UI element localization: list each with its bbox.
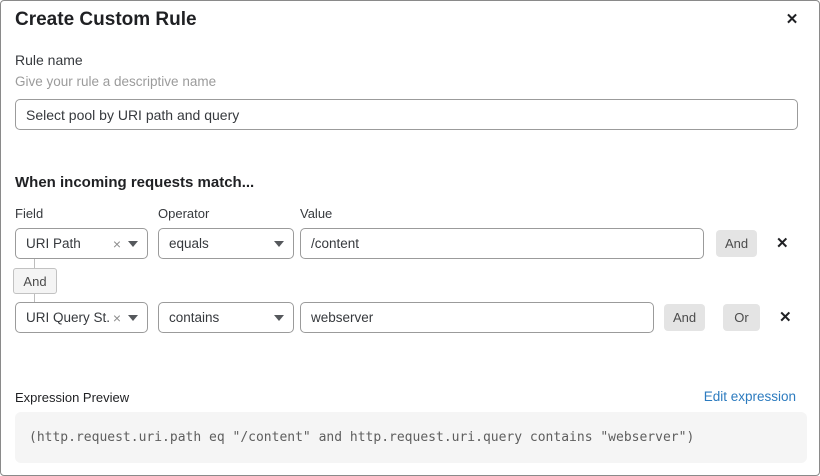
connector-line-bottom	[34, 294, 35, 303]
value-input-row1[interactable]	[300, 228, 704, 259]
and-button-row2[interactable]: And	[664, 304, 705, 331]
chevron-down-icon	[128, 240, 138, 247]
connector-line-top	[34, 259, 35, 269]
clear-icon[interactable]: ×	[112, 235, 121, 252]
rule-name-input[interactable]	[15, 99, 798, 130]
field-select-row1-value: URI Path	[26, 236, 81, 251]
chevron-down-icon	[274, 240, 284, 247]
and-button-row1[interactable]: And	[716, 230, 757, 257]
expression-preview-box: (http.request.uri.path eq "/content" and…	[15, 412, 807, 463]
edit-expression-link[interactable]: Edit expression	[703, 389, 796, 404]
value-input-row2[interactable]	[300, 302, 654, 333]
expression-preview-code: (http.request.uri.path eq "/content" and…	[29, 430, 695, 445]
close-icon[interactable]: ✕	[779, 6, 805, 32]
operator-select-row2[interactable]: contains	[158, 302, 294, 333]
column-label-value: Value	[300, 206, 333, 221]
column-label-operator: Operator	[158, 206, 210, 221]
field-select-row1[interactable]: URI Path ×	[15, 228, 148, 259]
operator-select-row1-value: equals	[169, 236, 209, 251]
match-heading: When incoming requests match...	[15, 174, 255, 191]
chevron-down-icon	[274, 314, 284, 321]
chevron-down-icon	[128, 314, 138, 321]
operator-select-row1[interactable]: equals	[158, 228, 294, 259]
dialog-title: Create Custom Rule	[15, 9, 197, 30]
or-button-row2[interactable]: Or	[723, 304, 760, 331]
expression-preview-label: Expression Preview	[15, 390, 130, 405]
rule-name-label: Rule name	[15, 52, 83, 68]
remove-condition-icon-row1[interactable]: ✕	[776, 235, 789, 252]
column-label-field: Field	[15, 206, 44, 221]
clear-icon[interactable]: ×	[112, 309, 121, 326]
remove-condition-icon-row2[interactable]: ✕	[779, 309, 792, 326]
operator-select-row2-value: contains	[169, 310, 220, 325]
field-select-row2-value: URI Query St...	[26, 310, 109, 325]
field-select-row2[interactable]: URI Query St... ×	[15, 302, 148, 333]
connector-and-badge: And	[13, 268, 57, 294]
rule-name-hint: Give your rule a descriptive name	[15, 74, 217, 89]
